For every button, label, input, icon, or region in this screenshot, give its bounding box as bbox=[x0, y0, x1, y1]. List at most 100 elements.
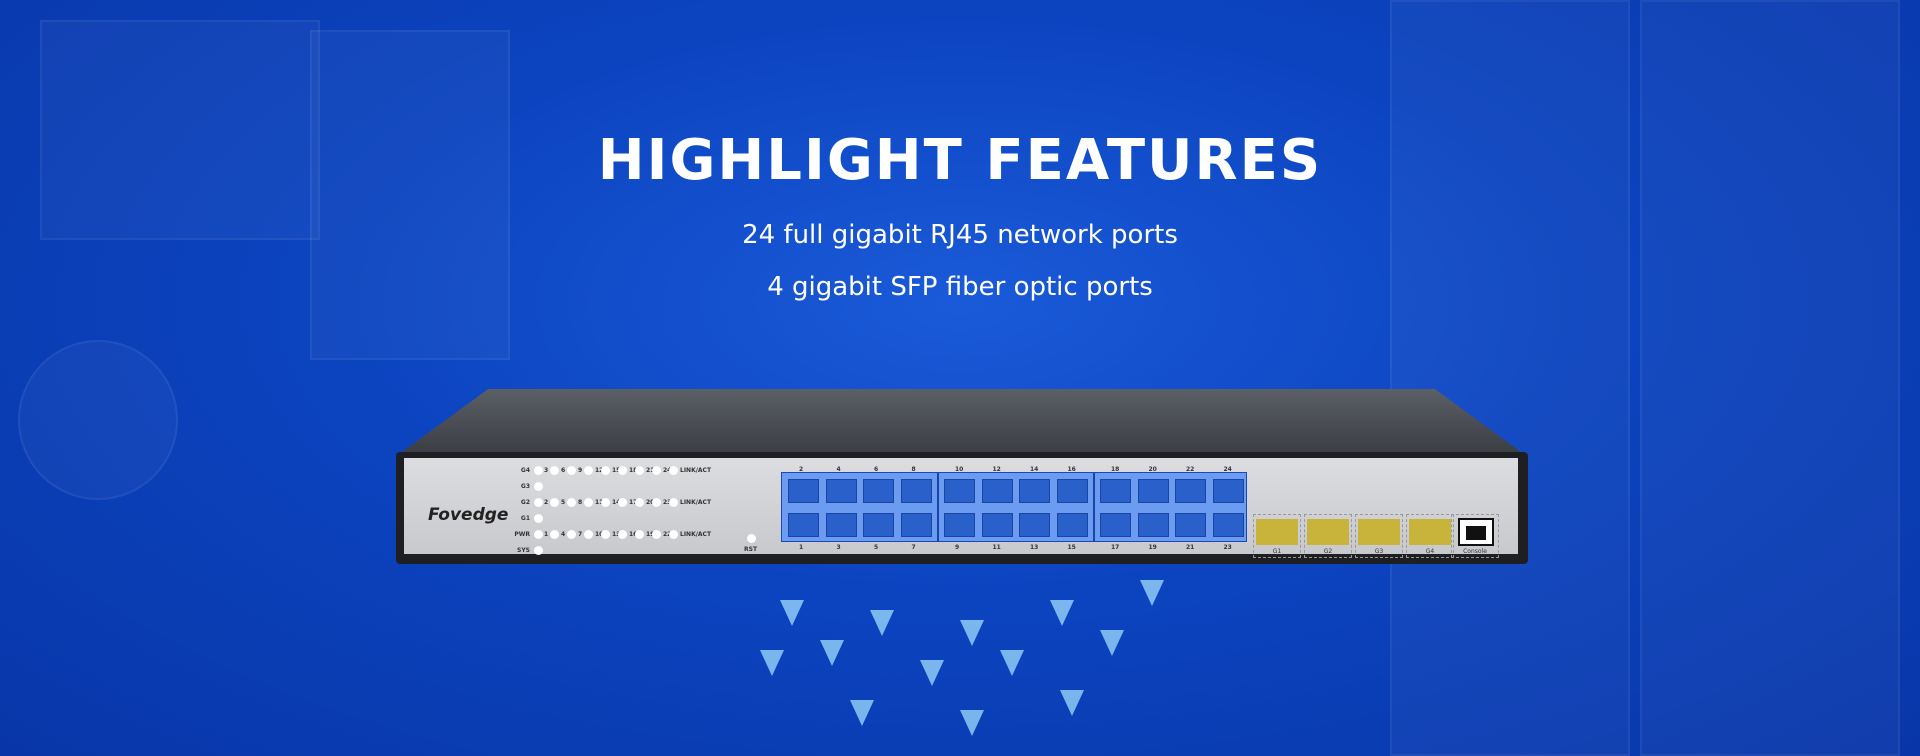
led-number: 19 bbox=[646, 531, 655, 538]
led-number: 7 bbox=[578, 531, 583, 538]
status-led bbox=[534, 482, 543, 491]
rj45-port[interactable] bbox=[900, 513, 932, 537]
rj45-port[interactable] bbox=[825, 479, 857, 503]
led-number: 21 bbox=[646, 467, 655, 474]
flow-arrow bbox=[960, 620, 984, 646]
sfp-label: G4 bbox=[1425, 548, 1435, 555]
port-led bbox=[652, 466, 661, 475]
led-label: SYS bbox=[517, 547, 530, 554]
rj45-port-block bbox=[781, 472, 1247, 542]
port-led bbox=[550, 530, 559, 539]
rj45-port[interactable] bbox=[1175, 513, 1206, 537]
port-number-top: 20 bbox=[1148, 466, 1157, 473]
rj45-port[interactable] bbox=[981, 513, 1013, 537]
port-number-top: 18 bbox=[1111, 466, 1120, 473]
rj45-port[interactable] bbox=[900, 479, 932, 503]
led-number: 6 bbox=[561, 467, 566, 474]
rj45-port[interactable] bbox=[1100, 479, 1131, 503]
sfp-label: G2 bbox=[1323, 548, 1333, 555]
led-number: 10 bbox=[595, 531, 604, 538]
rj45-port[interactable] bbox=[1212, 479, 1244, 503]
flow-arrow bbox=[1060, 690, 1084, 716]
rj45-port[interactable] bbox=[1137, 513, 1169, 537]
sfp-module bbox=[1409, 519, 1451, 545]
port-number-bottom: 23 bbox=[1223, 544, 1232, 551]
port-number-bottom: 21 bbox=[1186, 544, 1195, 551]
rj45-port[interactable] bbox=[1100, 513, 1131, 537]
status-led bbox=[534, 530, 543, 539]
rj45-port[interactable] bbox=[863, 479, 894, 503]
rj45-port[interactable] bbox=[981, 479, 1013, 503]
led-number: 18 bbox=[629, 467, 638, 474]
port-led bbox=[635, 498, 644, 507]
rj45-port[interactable] bbox=[1019, 513, 1050, 537]
sfp-module bbox=[1307, 519, 1349, 545]
port-number-top: 16 bbox=[1067, 466, 1076, 473]
rj45-port[interactable] bbox=[825, 513, 857, 537]
flow-arrow bbox=[780, 600, 804, 626]
rj45-port[interactable] bbox=[1137, 479, 1169, 503]
link-act-label: LINK/ACT bbox=[680, 467, 712, 474]
flow-arrow bbox=[920, 660, 944, 686]
port-number-top: 6 bbox=[874, 466, 879, 473]
port-led bbox=[635, 530, 644, 539]
rj45-port[interactable] bbox=[1056, 513, 1088, 537]
console-label: Console bbox=[1463, 548, 1487, 555]
rj45-port[interactable] bbox=[944, 513, 975, 537]
rj45-port[interactable] bbox=[1212, 513, 1244, 537]
led-number: 9 bbox=[578, 467, 583, 474]
port-number-bottom: 17 bbox=[1111, 544, 1120, 551]
background-panel bbox=[40, 20, 320, 240]
port-number-bottom: 1 bbox=[799, 544, 804, 551]
port-number-bottom: 5 bbox=[874, 544, 879, 551]
port-number-bottom: 9 bbox=[955, 544, 960, 551]
port-led bbox=[584, 498, 593, 507]
feature-sfp: 4 gigabit SFP fiber optic ports bbox=[767, 272, 1153, 302]
port-led bbox=[550, 498, 559, 507]
port-led bbox=[550, 466, 559, 475]
rj45-port[interactable] bbox=[1019, 479, 1050, 503]
flow-arrow bbox=[1000, 650, 1024, 676]
rj45-port[interactable] bbox=[788, 513, 819, 537]
led-number: 17 bbox=[629, 499, 638, 506]
rj45-port[interactable] bbox=[788, 479, 819, 503]
port-group-divider bbox=[1093, 473, 1095, 541]
led-number: 1 bbox=[544, 531, 549, 538]
port-led bbox=[567, 530, 576, 539]
port-group-divider bbox=[937, 473, 939, 541]
console-jack bbox=[1458, 518, 1494, 546]
led-number: 14 bbox=[612, 499, 621, 506]
port-number-bottom: 13 bbox=[1030, 544, 1039, 551]
flow-arrow bbox=[820, 640, 844, 666]
port-led bbox=[618, 466, 627, 475]
link-act-label: LINK/ACT bbox=[680, 499, 712, 506]
flow-arrow bbox=[1140, 580, 1164, 606]
background-panel bbox=[310, 30, 510, 360]
brand-logo: Fovedge bbox=[428, 505, 509, 525]
port-led bbox=[635, 466, 644, 475]
reset-button[interactable] bbox=[747, 534, 756, 543]
led-number: 4 bbox=[561, 531, 566, 538]
led-number: 12 bbox=[595, 467, 604, 474]
sfp-port[interactable]: G4 bbox=[1406, 514, 1454, 558]
port-led bbox=[618, 498, 627, 507]
flow-arrow bbox=[960, 710, 984, 736]
sfp-port[interactable]: G2 bbox=[1304, 514, 1352, 558]
rj45-port[interactable] bbox=[1175, 479, 1206, 503]
sfp-label: G3 bbox=[1374, 548, 1384, 555]
rj45-port[interactable] bbox=[1056, 479, 1088, 503]
port-led bbox=[584, 530, 593, 539]
led-label: G2 bbox=[520, 499, 530, 506]
background-panel bbox=[1390, 0, 1630, 756]
console-port[interactable]: Console bbox=[1451, 514, 1499, 558]
port-number-top: 4 bbox=[836, 466, 841, 473]
sfp-label: G1 bbox=[1272, 548, 1282, 555]
port-number-top: 22 bbox=[1186, 466, 1195, 473]
sfp-port[interactable]: G3 bbox=[1355, 514, 1403, 558]
switch-top-cover bbox=[398, 389, 1525, 455]
led-number: 8 bbox=[578, 499, 583, 506]
rj45-port[interactable] bbox=[863, 513, 894, 537]
rj45-port[interactable] bbox=[944, 479, 975, 503]
sfp-port[interactable]: G1 bbox=[1253, 514, 1301, 558]
